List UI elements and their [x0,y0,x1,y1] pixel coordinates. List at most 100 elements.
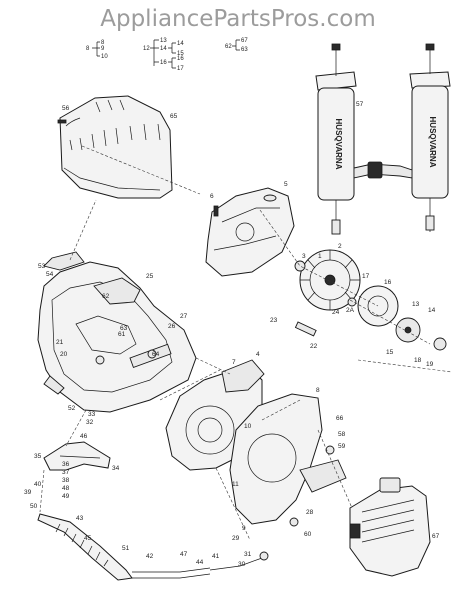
callout-41: 41 [212,553,220,560]
callout-43: 43 [76,515,84,522]
ref-b-lead: 12 [143,46,150,52]
callout-46: 46 [80,433,88,440]
callout-39: 39 [24,489,32,496]
callout-65: 65 [170,113,178,120]
callout-2: 2 [338,243,342,250]
callout-26: 26 [168,323,176,330]
callout-11: 11 [232,481,239,488]
callout-59: 59 [338,443,346,450]
callout-45: 45 [84,535,92,542]
callout-9: 9 [242,525,246,532]
fan-cover-part-5 [205,187,295,277]
ref-a-2: 9 [101,46,105,52]
callout-18: 18 [414,357,422,364]
callout-40: 40 [34,481,42,488]
callout-30: 30 [238,561,246,568]
ref-b-4: 16 [177,56,184,62]
ref-b-2: 14 [177,41,184,47]
callout-27: 27 [180,313,188,320]
starter-assembly [357,285,447,351]
callout-8: 8 [316,387,320,394]
ref-c-1: 67 [241,38,248,44]
ref-a-3: 10 [101,54,108,60]
callout-31: 31 [244,551,252,558]
callout-13: 13 [412,301,420,308]
callout-20: 20 [60,351,68,358]
ref-b-mid: 14 [160,46,167,52]
callout-15: 15 [386,349,394,356]
assembly-guide-lines [39,145,453,541]
main-frame-part-25 [37,251,197,413]
blower-housing-part-8 [229,393,347,525]
callout-19: 19 [426,361,434,368]
callout-35: 35 [34,453,42,460]
callout-38: 38 [62,477,70,484]
callout-24: 24 [332,309,340,316]
callout-66: 66 [336,415,344,422]
reference-key-a: 8 8 9 10 [86,40,108,60]
callout-25: 25 [146,273,154,280]
callout-32: 32 [86,419,94,426]
callout-22: 22 [310,343,318,350]
callout-53: 53 [38,263,46,270]
callout-52: 52 [68,405,76,412]
callout-34: 34 [112,465,120,472]
callout-6: 6 [210,193,214,200]
callout-29: 29 [232,535,240,542]
reference-key-b: 12 13 14 14 15 16 16 17 [143,38,184,72]
harness-brand-left: HUSQVARNA [334,119,343,170]
ref-c-lead: 62 [225,44,232,50]
ref-a-lead: 8 [86,46,90,52]
ref-b-mid2: 16 [160,60,167,66]
callout-17: 17 [362,273,370,280]
blower-tube [37,513,263,581]
callout-16: 16 [384,279,392,286]
reference-key-c: 62 67 63 [225,38,248,53]
callout-67: 67 [432,533,440,540]
callout-21: 21 [56,339,64,346]
callout-51: 51 [122,545,130,552]
harness-brand-right: HUSQVARNA [428,117,437,168]
callout-1: 1 [318,253,322,260]
callout-42: 42 [146,553,154,560]
callout-44: 44 [196,559,204,566]
throttle-handle [43,441,111,471]
callout-50: 50 [30,503,38,510]
callout-57: 57 [356,101,364,108]
small-parts [57,119,357,561]
callout-14: 14 [428,307,436,314]
callout-2a: 2A [346,307,355,314]
callout-5: 5 [284,181,288,188]
callout-3: 3 [302,253,306,260]
callout-49: 49 [62,493,70,500]
callout-4: 4 [256,351,260,358]
callout-33: 33 [88,411,96,418]
ref-b-5: 17 [177,66,184,72]
back-pad-part-65 [59,95,173,199]
ref-b-1: 13 [160,38,167,44]
callout-56: 56 [62,105,70,112]
harness-part-57: HUSQVARNA HUSQVARNA [315,43,451,235]
engine-part-67 [349,477,431,577]
ref-b-3: 15 [177,51,184,57]
callout-7: 7 [232,359,236,366]
callout-54: 54 [46,271,54,278]
callout-64: 64 [152,351,160,358]
callout-23: 23 [270,317,278,324]
callout-10: 10 [244,423,252,430]
callout-62: 62 [102,293,110,300]
callout-37: 37 [62,469,70,476]
callout-58: 58 [338,431,346,438]
watermark-text: AppliancePartsPros.com [100,6,375,32]
callout-labels: 1 2 3 4 5 6 7 8 9 10 11 13 14 15 16 17 1… [24,101,440,568]
ref-a-1: 8 [101,40,105,46]
callout-61: 61 [118,331,126,338]
callout-63: 63 [120,325,128,332]
callout-47: 47 [180,551,188,558]
ref-c-2: 63 [241,47,248,53]
callout-60: 60 [304,531,312,538]
callout-36: 36 [62,461,70,468]
callout-48: 48 [62,485,70,492]
callout-28: 28 [306,509,314,516]
